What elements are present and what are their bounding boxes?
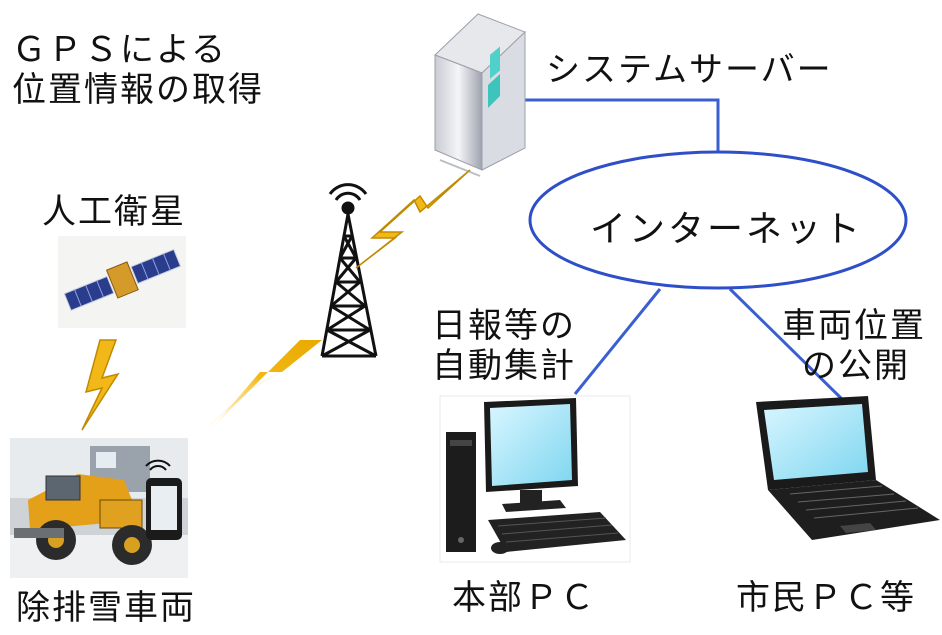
desktop-pc-icon [439, 395, 631, 563]
gps-caption: ＧＰＳによる 位置情報の取得 [12, 30, 264, 110]
gps-caption-line1: ＧＰＳによる [12, 30, 227, 70]
gps-caption-line2: 位置情報の取得 [12, 70, 264, 110]
satellite-icon [58, 236, 186, 328]
lightning-icon [355, 169, 471, 269]
hq-pc-label: 本部ＰＣ [452, 578, 596, 618]
internet-to-hq-link [573, 288, 662, 395]
laptop-icon [756, 396, 940, 540]
citizen-pc-label: 市民ＰＣ等 [736, 578, 916, 618]
tower-icon [320, 183, 378, 358]
daily-report-line1: 日報等の [432, 306, 576, 346]
internet-label: インターネット [590, 209, 864, 250]
public-location-caption: 車両位置 の公開 [782, 306, 926, 386]
public-location-line2: の公開 [802, 346, 910, 386]
satellite-label: 人工衛星 [42, 192, 186, 232]
internet-to-citizen-link [728, 287, 847, 404]
public-location-line1: 車両位置 [782, 306, 926, 346]
lightning-icon [81, 339, 120, 431]
daily-report-line2: 自動集計 [432, 346, 576, 386]
smartphone-icon [145, 459, 182, 540]
daily-report-caption: 日報等の 自動集計 [432, 306, 576, 386]
vehicle-icon [10, 438, 188, 578]
lightning-icon [212, 340, 322, 428]
internet-cloud [528, 150, 908, 290]
server-icon [434, 13, 526, 177]
server-label: システムサーバー [546, 50, 833, 90]
vehicle-label: 除排雪車両 [16, 588, 196, 628]
server-to-internet-link [520, 98, 720, 158]
